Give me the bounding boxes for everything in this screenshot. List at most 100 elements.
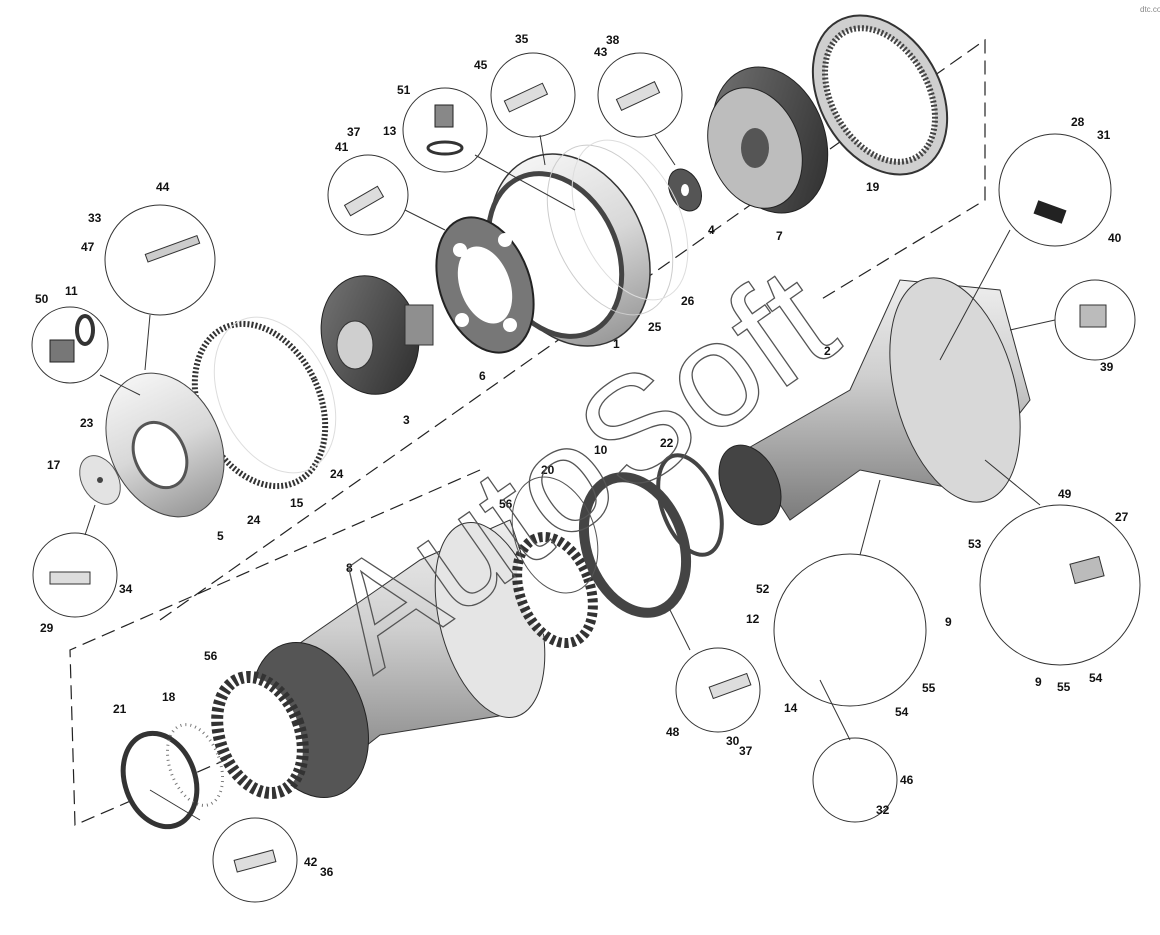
callout-label-30: 30 <box>726 734 740 748</box>
callout-label-40: 40 <box>1108 231 1122 245</box>
bearing-56-lower <box>211 670 309 800</box>
callout-label-41: 41 <box>335 140 349 154</box>
callout-label-47: 47 <box>81 240 95 254</box>
plug-50 <box>49 339 75 363</box>
callout-label-7: 7 <box>776 229 783 243</box>
callout-label-15: 15 <box>290 496 304 510</box>
seal-ring-26 <box>571 139 689 301</box>
callout-label-35: 35 <box>515 32 529 46</box>
callout-label-10: 10 <box>594 443 608 457</box>
axle-housing-2 <box>718 277 1031 526</box>
thrust-disc-17 <box>79 455 121 505</box>
callout-label-14: 14 <box>784 701 798 715</box>
washer-13 <box>426 140 464 156</box>
callout-label-48: 48 <box>666 725 680 739</box>
callout-label-23: 23 <box>80 416 94 430</box>
callout-label-55a: 55 <box>922 681 936 695</box>
bolt-29 <box>49 571 91 585</box>
bolt-42 <box>233 849 277 873</box>
callout-label-13: 13 <box>383 124 397 138</box>
callout-label-55b: 55 <box>1057 680 1071 694</box>
callout-label-52: 52 <box>756 582 770 596</box>
callout-label-36: 36 <box>320 865 334 879</box>
bolt-30 <box>708 672 752 700</box>
callout-label-22: 22 <box>660 436 674 450</box>
callout-label-9a: 9 <box>945 615 952 629</box>
callout-label-54b: 54 <box>1089 671 1103 685</box>
callout-label-56a: 56 <box>499 497 513 511</box>
end-cover-5 <box>105 372 225 518</box>
callout-label-31: 31 <box>1097 128 1111 142</box>
clip-40 <box>1033 200 1067 224</box>
seal-ring-25 <box>546 144 674 316</box>
planet-carrier-7 <box>707 66 829 214</box>
planetary-gear-set-3 <box>320 275 434 395</box>
callout-label-25: 25 <box>648 320 662 334</box>
callout-label-28: 28 <box>1071 115 1085 129</box>
callout-label-54a: 54 <box>895 705 909 719</box>
ring-22 <box>656 453 724 557</box>
callout-label-32: 32 <box>876 803 890 817</box>
callout-label-34: 34 <box>119 582 133 596</box>
callout-label-27: 27 <box>1115 510 1129 524</box>
bolt-41 <box>343 185 385 217</box>
callout-label-37b: 37 <box>739 744 753 758</box>
thrust-washer-4 <box>668 168 702 212</box>
carrier-plate-6 <box>435 216 535 354</box>
o-ring-20 <box>511 476 599 594</box>
callout-label-24b: 24 <box>247 513 261 527</box>
callout-label-12: 12 <box>746 612 760 626</box>
leader-lines <box>84 134 1056 821</box>
callout-label-33: 33 <box>88 211 102 225</box>
corner-mark: dtc.com <box>1140 5 1160 14</box>
bolt-43 <box>615 81 661 111</box>
callout-label-24a: 24 <box>330 467 344 481</box>
callout-label-8: 8 <box>346 561 353 575</box>
callout-label-43: 43 <box>594 45 608 59</box>
detail-circle-52-55 <box>773 553 927 707</box>
callout-label-51: 51 <box>397 83 411 97</box>
bolt-45 <box>503 82 549 113</box>
callout-label-49: 49 <box>1058 487 1072 501</box>
fitting-49 <box>1069 555 1105 585</box>
callout-label-38: 38 <box>606 33 620 47</box>
callout-label-17: 17 <box>47 458 61 472</box>
callout-label-21: 21 <box>113 702 127 716</box>
callout-label-45: 45 <box>474 58 488 72</box>
callout-label-29: 29 <box>40 621 54 635</box>
callout-label-44: 44 <box>156 180 170 194</box>
plug-51 <box>434 104 454 128</box>
detail-circle-49-27 <box>979 504 1141 666</box>
stud-44 <box>144 235 201 263</box>
washer-11 <box>75 314 95 346</box>
callout-label-26: 26 <box>681 294 695 308</box>
callout-label-18: 18 <box>162 690 176 704</box>
bearing-56-upper <box>512 531 598 649</box>
callout-label-6: 6 <box>479 369 486 383</box>
callout-label-56b: 56 <box>204 649 218 663</box>
callout-label-50: 50 <box>35 292 49 306</box>
detail-circle-46-32 <box>812 737 898 823</box>
callout-label-42: 42 <box>304 855 318 869</box>
detail-circle-44-47 <box>104 204 216 316</box>
thrust-ring-21 <box>120 730 200 830</box>
callout-label-11: 11 <box>65 284 78 298</box>
callout-label-2: 2 <box>824 344 831 358</box>
detail-circle-51-13 <box>402 87 488 173</box>
callout-label-3: 3 <box>403 413 410 427</box>
callout-label-20: 20 <box>541 463 555 477</box>
ring-gear-19 <box>811 14 949 176</box>
callout-label-1: 1 <box>613 337 620 351</box>
bushing-39 <box>1079 304 1107 328</box>
callout-label-39: 39 <box>1100 360 1114 374</box>
callout-label-37a: 37 <box>347 125 361 139</box>
callout-label-5: 5 <box>217 529 224 543</box>
callout-label-9b: 9 <box>1035 675 1042 689</box>
ball-set-18 <box>165 723 225 807</box>
callout-label-19: 19 <box>866 180 880 194</box>
callout-label-46: 46 <box>900 773 914 787</box>
detail-circle-28-40 <box>998 133 1112 247</box>
